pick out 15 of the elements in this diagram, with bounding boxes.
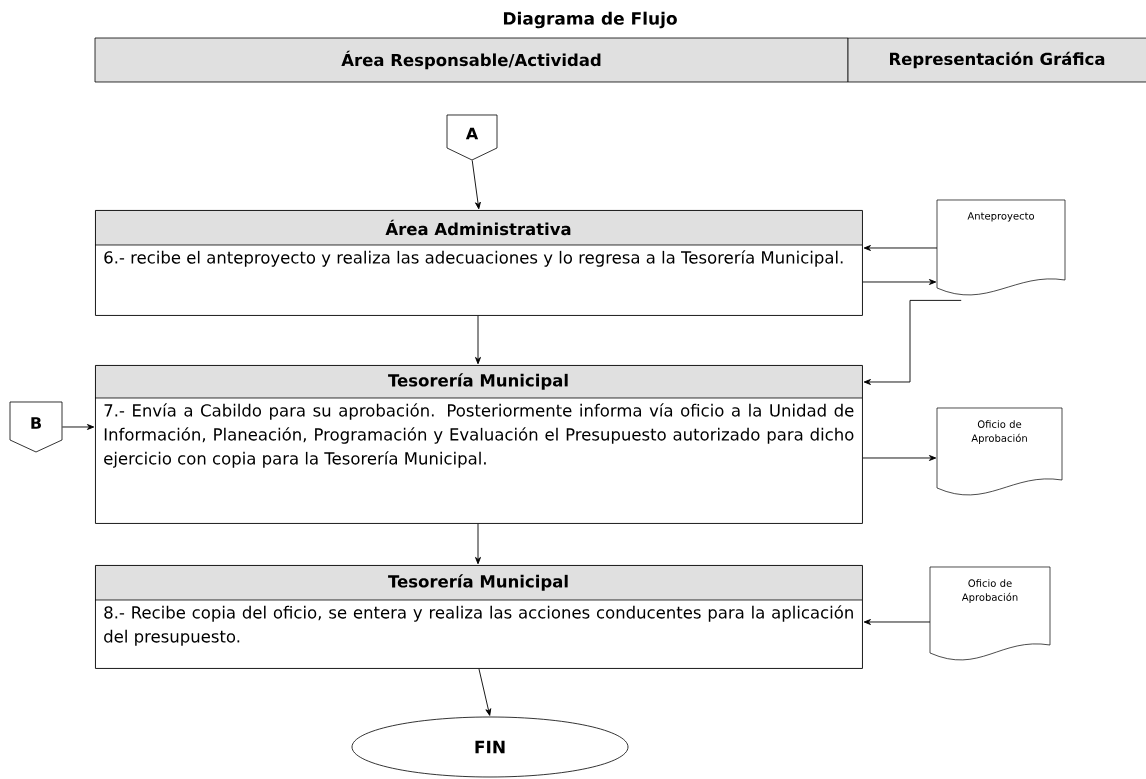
arrow (475, 523, 481, 565)
arrow (863, 299, 962, 385)
arrow (478, 668, 492, 716)
arrow (862, 279, 937, 285)
process-box: Área Administrativa 6.- recibe el anteproyecto y realiza las adecuaciones y lo regresa a la Tesorería Municipal. (94, 210, 863, 316)
header-cell: Representación Gráfica (847, 37, 1146, 83)
process-box: Tesorería Municipal 7.- Envía a Cabildo para su aprobación. Posteriormente informa vía oficio a la Unidad de Información, Planeación, Programación y Evaluación el Presupuesto autorizado para dicho ejercicio con copia para la Tesorería Municipal. (94, 365, 863, 524)
arrow (863, 245, 938, 251)
arrow (863, 619, 931, 625)
arrow (471, 159, 481, 210)
process-box: Tesorería Municipal 8.- Recibe copia del oficio, se entera y realiza las acciones conducentes para la aplicación del presupuesto. (94, 565, 863, 669)
arrow (475, 315, 481, 365)
arrow (61, 424, 95, 430)
title: Diagrama de Flujo (503, 11, 677, 29)
arrow (862, 455, 937, 461)
